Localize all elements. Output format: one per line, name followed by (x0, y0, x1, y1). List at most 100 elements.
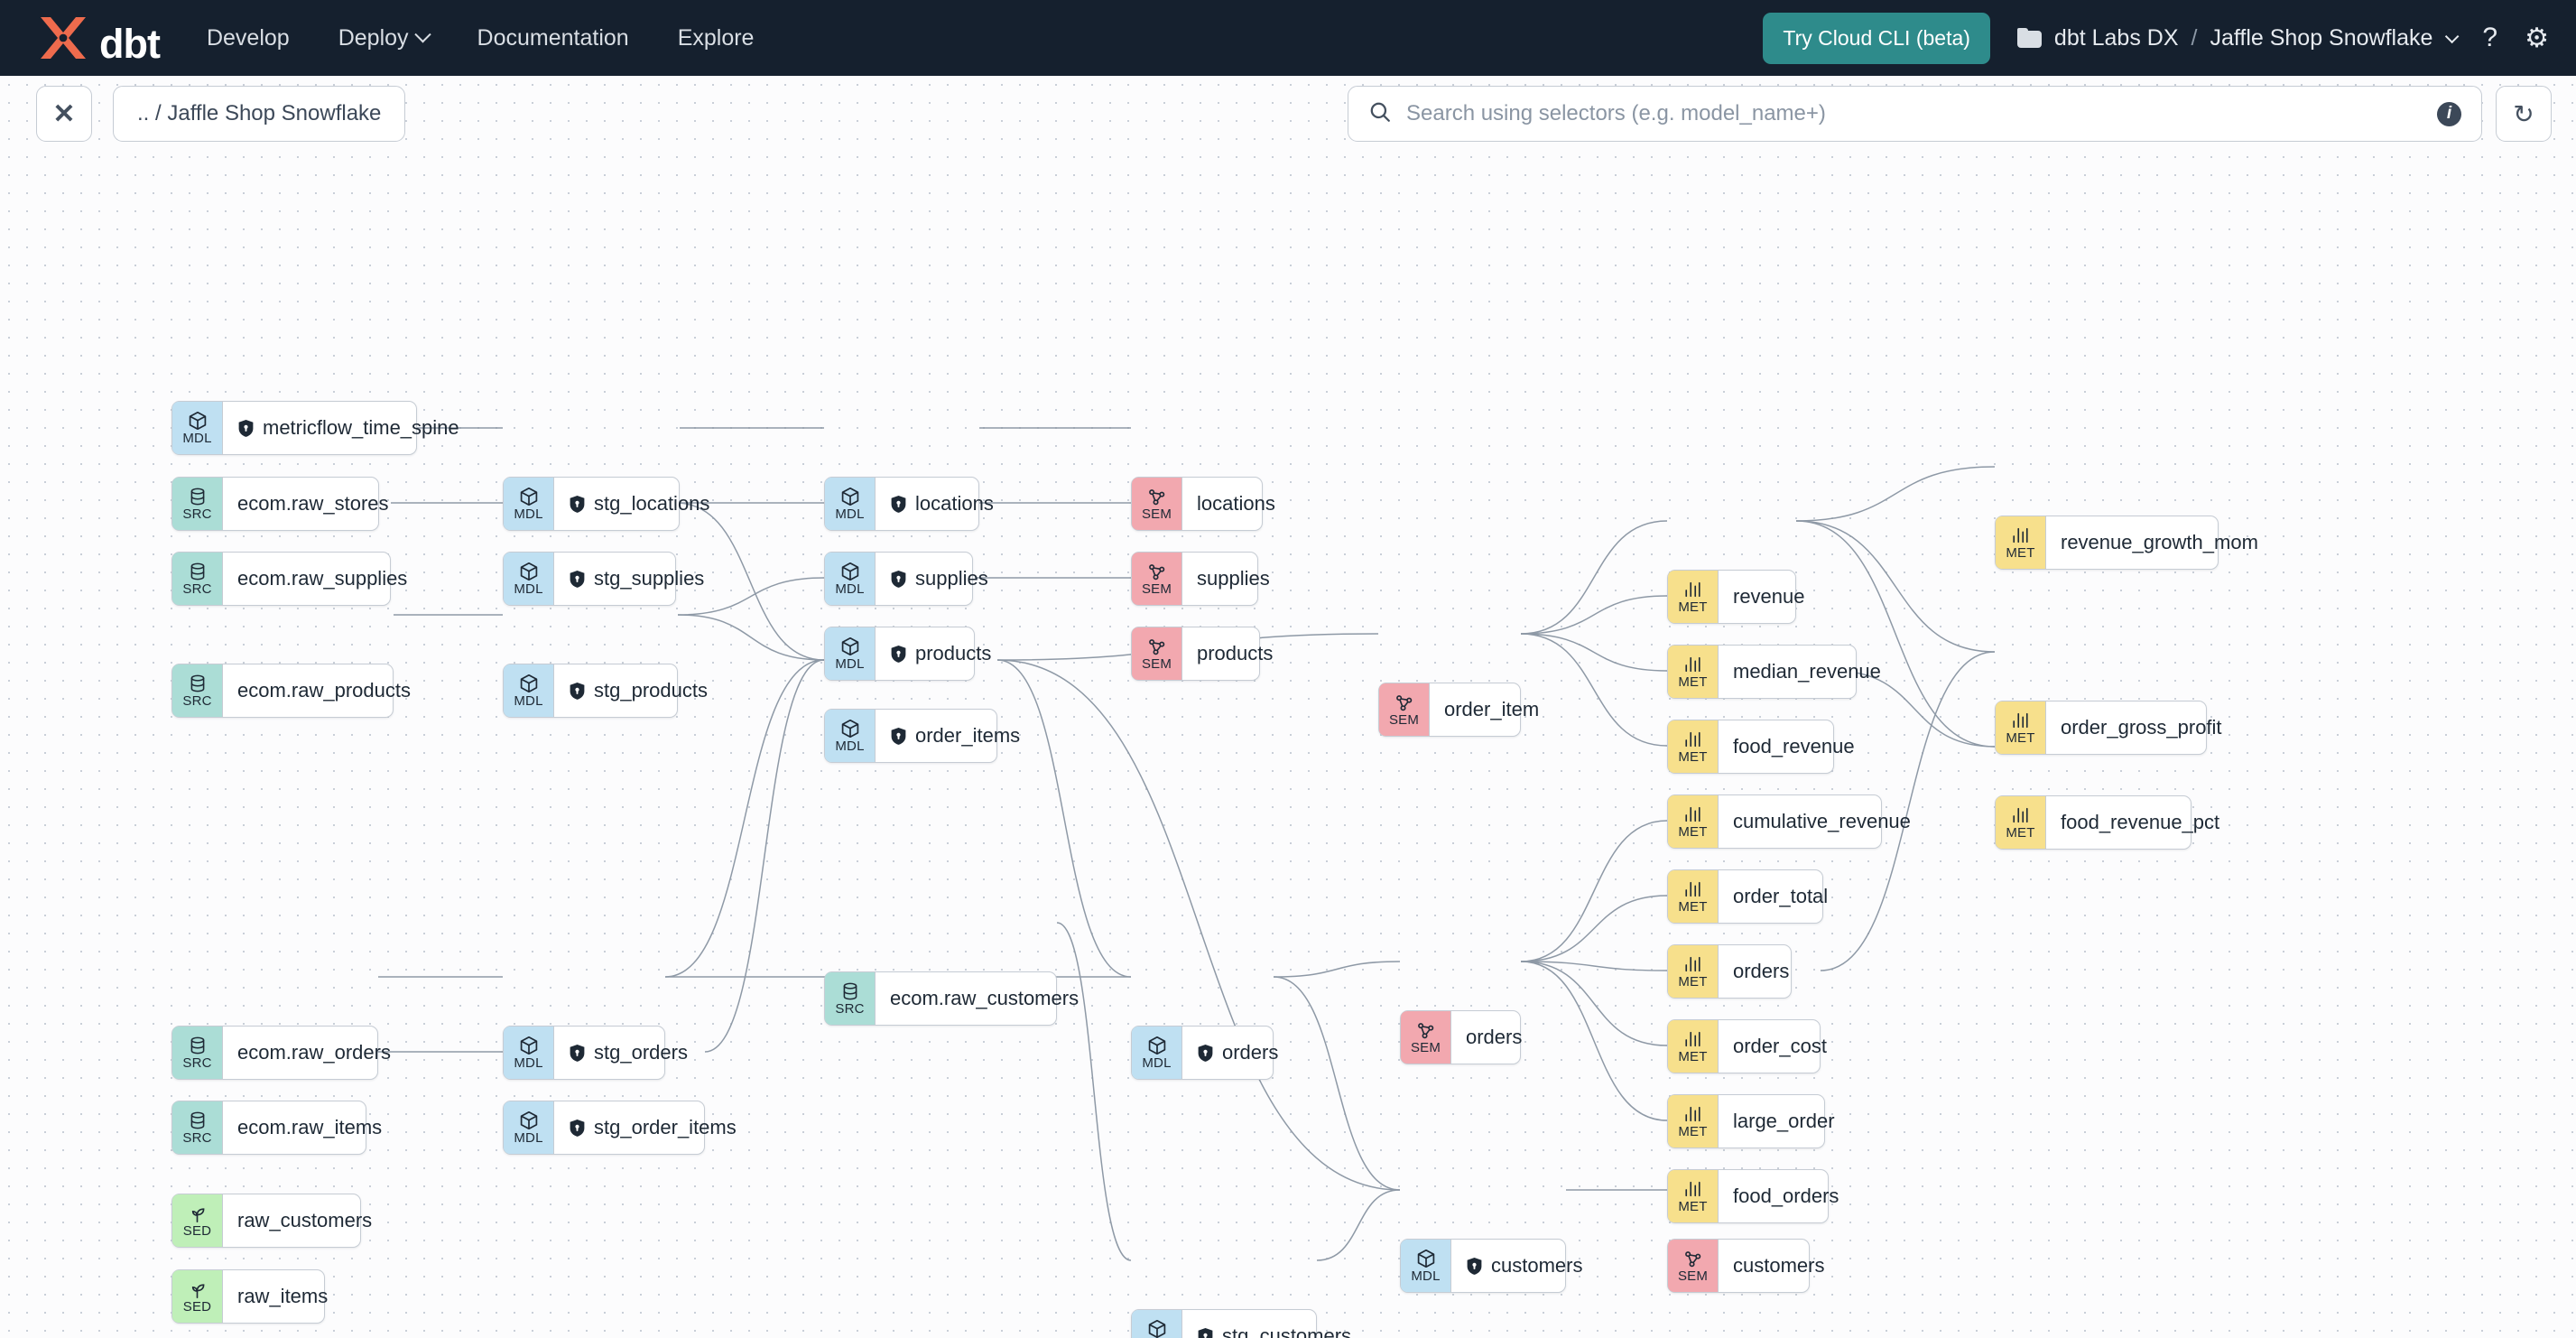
search-info-icon[interactable]: i (2437, 101, 2461, 126)
dbt-logo[interactable]: dbt (36, 14, 161, 67)
shield-icon (569, 682, 586, 701)
close-button[interactable]: ✕ (36, 86, 92, 142)
graph-node-order-gross-profit[interactable]: MET order_gross_profit (1995, 701, 2222, 755)
bar-chart-icon (2010, 805, 2031, 825)
node-body: metricflow_time_spine (223, 402, 476, 454)
node-type-badge-met: MET (1668, 870, 1719, 923)
node-type-label: SEM (1141, 656, 1172, 672)
node-type-label: MET (2006, 545, 2035, 561)
node-type-label: SRC (182, 506, 212, 522)
node-type-badge-mdl: MDL (825, 710, 876, 762)
graph-node-customers-mdl[interactable]: MDL customers (1400, 1239, 1582, 1293)
nav-link-develop[interactable]: Develop (207, 25, 290, 51)
node-label: order_gross_profit (2061, 716, 2222, 739)
graph-node-stg-products[interactable]: MDL stg_products (503, 664, 708, 718)
search-icon (1368, 100, 1392, 128)
dbt-logo-text: dbt (99, 20, 161, 67)
help-icon[interactable]: ? (2482, 23, 2498, 52)
graph-node-metricflow-time-spine[interactable]: MDL metricflow_time_spine (171, 401, 459, 455)
node-body: ecom.raw_products (223, 664, 427, 717)
node-type-label: SEM (1677, 1268, 1709, 1284)
graph-node-stg-locations[interactable]: MDL stg_locations (503, 477, 709, 531)
lineage-edges (366, 427, 1996, 1261)
bar-chart-icon (1682, 879, 1703, 899)
search-bar[interactable]: i (1348, 86, 2482, 142)
node-body: large_order (1719, 1095, 1851, 1148)
node-type-badge-mdl: MDL (825, 553, 876, 605)
search-input[interactable] (1406, 101, 2423, 126)
refresh-button[interactable]: ↻ (2496, 86, 2552, 142)
node-type-label: MET (2006, 730, 2035, 746)
node-type-label: MDL (1142, 1055, 1172, 1071)
node-type-label: MET (1678, 974, 1708, 990)
node-body: customers (1451, 1240, 1598, 1292)
lineage-edge (1795, 520, 1996, 653)
graph-node-stg-customers[interactable]: MDL stg_customers (1131, 1309, 1351, 1338)
node-label: ecom.raw_items (237, 1116, 383, 1138)
lineage-edge (1520, 895, 1668, 962)
nav-link-documentation[interactable]: Documentation (477, 25, 629, 51)
database-icon (188, 1110, 208, 1130)
gear-icon[interactable]: ⚙ (2525, 23, 2549, 53)
try-cloud-cli-button[interactable]: Try Cloud CLI (beta) (1763, 12, 1990, 64)
cube-icon (839, 719, 861, 739)
nav-link-explore[interactable]: Explore (678, 25, 755, 51)
node-type-badge-sem: SEM (1132, 553, 1182, 605)
project-breadcrumb-button[interactable]: .. / Jaffle Shop Snowflake (113, 86, 406, 142)
graph-node-supplies[interactable]: MDL supplies (824, 552, 988, 606)
graph-node-order-items[interactable]: MDL order_items (824, 709, 1020, 763)
node-body: customers (1719, 1240, 1840, 1292)
graph-node-stg-supplies[interactable]: MDL stg_supplies (503, 552, 704, 606)
node-type-badge-mdl: MDL (1132, 1027, 1182, 1079)
node-type-label: MDL (514, 693, 543, 709)
node-body: ecom.raw_supplies (223, 553, 423, 605)
lineage-edge (1056, 922, 1132, 1261)
shield-icon (1466, 1257, 1483, 1276)
account-project-breadcrumb[interactable]: dbt Labs DX / Jaffle Shop Snowflake (2016, 25, 2460, 51)
node-type-badge-mdl: MDL (172, 402, 223, 454)
lineage-edge (1795, 466, 1996, 522)
graph-node-products[interactable]: MDL products (824, 627, 991, 681)
node-type-badge-sed: SED (172, 1194, 223, 1247)
node-label: ecom.raw_customers (890, 987, 1080, 1009)
node-body: food_revenue_pct (2046, 796, 2236, 849)
node-label: ecom.raw_supplies (237, 567, 408, 590)
graph-node-products-sem[interactable]: SEM products (1131, 627, 1273, 681)
bar-chart-icon (2010, 711, 2031, 730)
node-label: products (1197, 642, 1274, 664)
graph-node-stg-orders[interactable]: MDL stg_orders (503, 1026, 688, 1080)
node-type-label: MDL (182, 431, 212, 446)
graph-node-stg-order-items[interactable]: MDL stg_order_items (503, 1101, 737, 1155)
node-type-badge-met: MET (1668, 720, 1719, 773)
graph-node-locations[interactable]: MDL locations (824, 477, 994, 531)
graph-node-orders-mdl[interactable]: MDL orders (1131, 1026, 1278, 1080)
node-label: metricflow_time_spine (263, 416, 459, 439)
nav-link-deploy[interactable]: Deploy (338, 25, 431, 51)
node-type-label: MDL (514, 1130, 543, 1146)
